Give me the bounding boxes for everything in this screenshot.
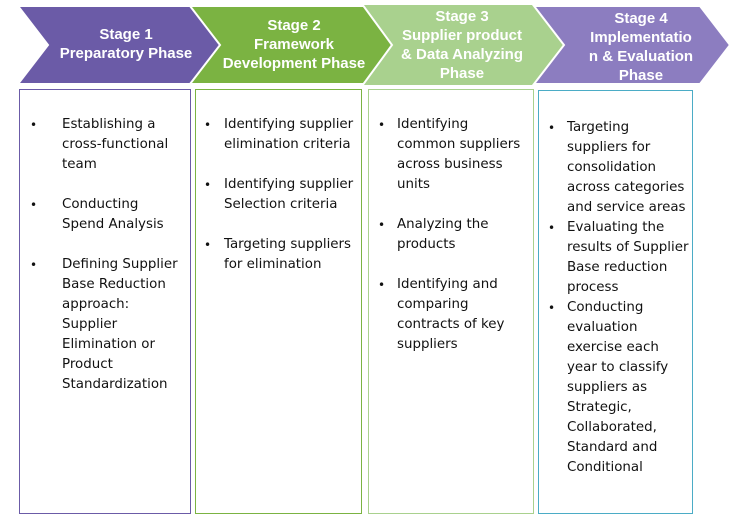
list-item-text: Identifying and comparing contracts of k… [397, 277, 505, 352]
list-item-text: Targeting suppliers for elimination [224, 237, 352, 272]
bullet-icon: • [30, 118, 38, 132]
bullet-icon: • [204, 178, 212, 192]
list-item: • Defining Supplier Base Reduction appro… [20, 255, 190, 395]
list-item: • Evaluating the results of Supplier Bas… [539, 218, 692, 298]
stage-4-box: • Targeting suppliers for consolidation … [538, 90, 693, 514]
stage-3-list: • Identifying common suppliers across bu… [369, 90, 533, 355]
bullet-icon: • [204, 238, 212, 252]
list-item: • Analyzing the products [369, 215, 533, 255]
stage-1-list: • Establishing a cross-functional team •… [20, 90, 190, 395]
list-item-text: Establishing a cross-functional team [62, 117, 169, 172]
bullet-icon: • [204, 118, 212, 132]
bullet-icon: • [548, 301, 556, 315]
list-item: • Conducting Spend Analysis [20, 195, 190, 235]
bullet-icon: • [30, 198, 38, 212]
list-item-text: Analyzing the products [397, 217, 489, 252]
stage-1-box: • Establishing a cross-functional team •… [19, 89, 191, 514]
list-item: • Establishing a cross-functional team [20, 115, 190, 175]
bullet-icon: • [378, 118, 386, 132]
stage-4-title: Stage 4 Implementatio n & Evaluation Pha… [588, 10, 694, 84]
stage-2-list: • Identifying supplier elimination crite… [196, 90, 361, 275]
list-item: • Identifying supplier elimination crite… [196, 115, 361, 155]
list-item: • Targeting suppliers for elimination [196, 235, 361, 275]
stage-4-arrow [531, 5, 732, 85]
bullet-icon: • [548, 121, 556, 135]
list-item-text: Evaluating the results of Supplier Base … [567, 220, 689, 295]
list-item-text: Conducting Spend Analysis [62, 197, 164, 232]
stage-4-list: • Targeting suppliers for consolidation … [539, 91, 692, 478]
list-item-text: Targeting suppliers for consolidation ac… [567, 120, 686, 215]
list-item: • Conducting evaluation exercise each ye… [539, 298, 692, 478]
bullet-icon: • [30, 258, 38, 272]
list-item-text: Identifying common suppliers across busi… [397, 117, 521, 192]
bullet-icon: • [378, 218, 386, 232]
list-item-text: Identifying supplier elimination criteri… [224, 117, 354, 152]
stage-3-title: Stage 3 Supplier product & Data Analyzin… [401, 8, 523, 82]
list-item: • Targeting suppliers for consolidation … [539, 118, 692, 218]
bullet-icon: • [378, 278, 386, 292]
stage-2-box: • Identifying supplier elimination crite… [195, 89, 362, 514]
stage-2-title: Stage 2 Framework Development Phase [222, 16, 366, 72]
stage-3-box: • Identifying common suppliers across bu… [368, 89, 534, 514]
list-item: • Identifying and comparing contracts of… [369, 275, 533, 355]
list-item: • Identifying supplier Selection criteri… [196, 175, 361, 215]
list-item-text: Conducting evaluation exercise each year… [567, 300, 669, 475]
stage-1-title: Stage 1 Preparatory Phase [59, 26, 193, 62]
list-item-text: Defining Supplier Base Reduction approac… [62, 257, 178, 392]
stage-3-arrow [360, 3, 580, 87]
bullet-icon: • [548, 221, 556, 235]
list-item: • Identifying common suppliers across bu… [369, 115, 533, 195]
stage-arrows [15, 3, 732, 87]
list-item-text: Identifying supplier Selection criteria [224, 177, 354, 212]
